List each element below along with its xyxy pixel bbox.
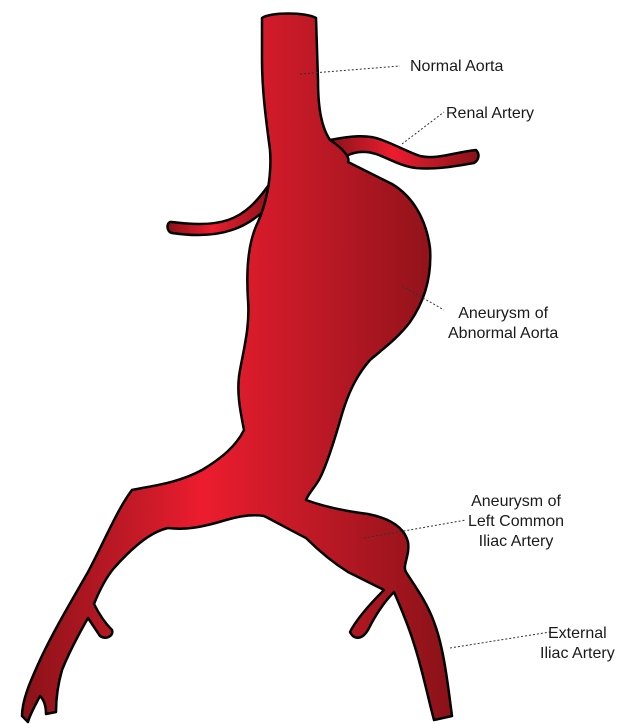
label-renal-artery: Renal Artery [446, 104, 534, 124]
label-renal-artery-text: Renal Artery [446, 104, 534, 124]
label-external-iliac: External Iliac Artery [540, 624, 615, 664]
leader-renal-artery [402, 112, 444, 144]
label-iliac-aneurysm: Aneurysm of Left Common Iliac Artery [468, 492, 564, 552]
label-iliac-aneurysm-line-3: Iliac Artery [468, 532, 564, 552]
label-iliac-aneurysm-line-2: Left Common [468, 512, 564, 532]
aorta-body [22, 14, 452, 723]
label-normal-aorta-text: Normal Aorta [410, 57, 503, 77]
label-external-iliac-line-1: External [540, 624, 615, 644]
label-external-iliac-line-2: Iliac Artery [540, 644, 615, 664]
leader-external-iliac [450, 632, 550, 648]
label-normal-aorta: Normal Aorta [410, 57, 503, 77]
label-abdominal-aneurysm-line-2: Abnormal Aorta [448, 324, 558, 344]
label-abdominal-aneurysm: Aneurysm of Abnormal Aorta [448, 304, 558, 344]
label-iliac-aneurysm-line-1: Aneurysm of [468, 492, 564, 512]
label-abdominal-aneurysm-line-1: Aneurysm of [448, 304, 558, 324]
